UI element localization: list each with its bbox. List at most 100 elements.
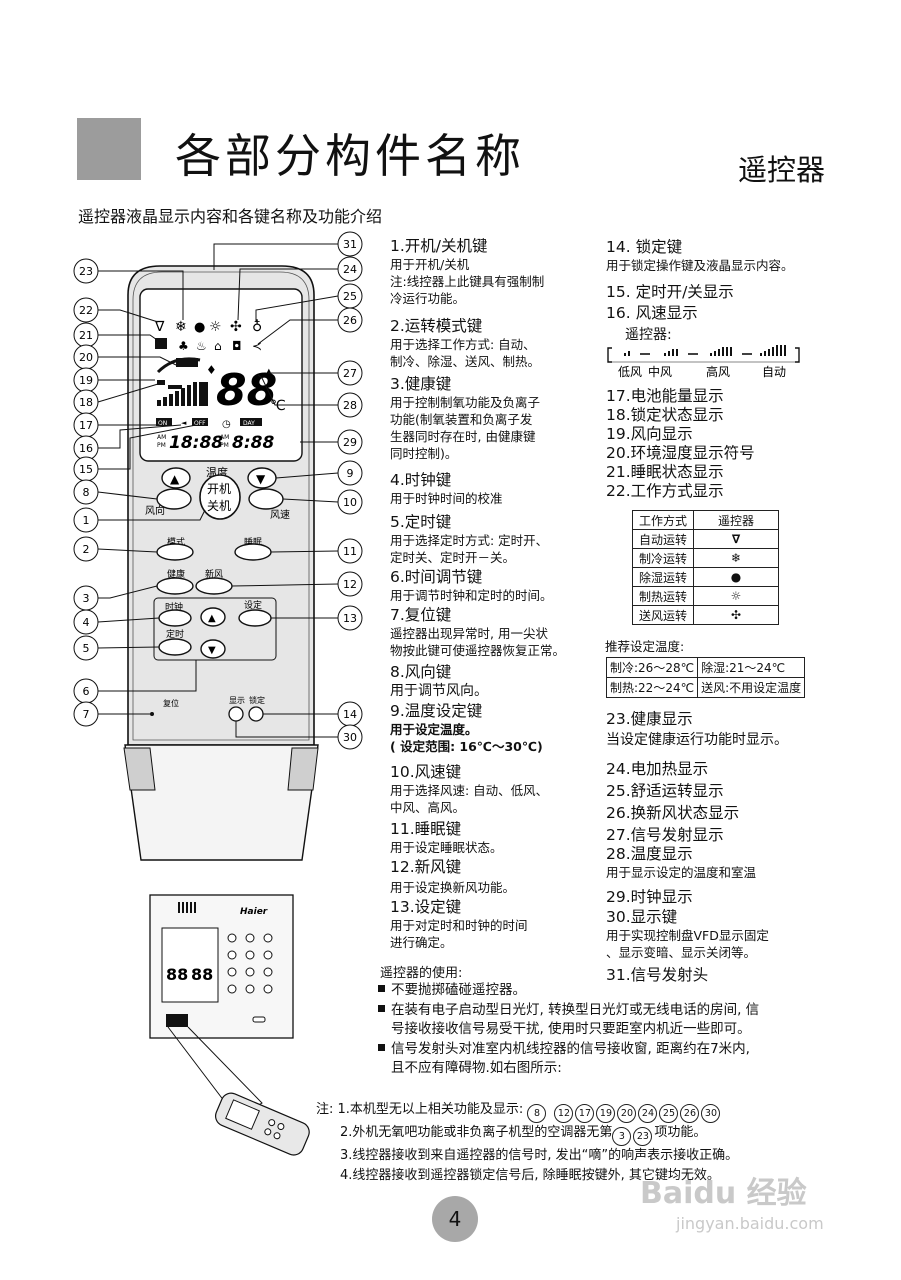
mode-button <box>156 543 194 561</box>
desc-28: 28.温度显示 用于显示设定的温度和室温 <box>606 845 757 880</box>
lcd-clock-2: 8:88 <box>232 433 274 453</box>
lcd-clock-1: 18:88 <box>169 433 223 453</box>
svg-text:6: 6 <box>83 685 90 698</box>
svg-text:PM: PM <box>157 442 166 449</box>
svg-text:21: 21 <box>79 329 93 342</box>
desc-14: 14. 锁定键 用于锁定操作键及液晶显示内容。 <box>606 238 794 273</box>
desc-17-22: 17.电池能量显示 18.锁定状态显示 19.风向显示 20.环境湿度显示符号 … <box>606 387 755 500</box>
snowflake-icon: ❄ <box>175 319 187 335</box>
remote-stand <box>124 744 319 861</box>
desc-31: 31.信号发射头 <box>606 966 709 984</box>
desc-13: 13.设定键 用于对定时和时钟的时间进行确定。 <box>390 898 528 950</box>
svg-text:▼: ▼ <box>208 645 216 656</box>
svg-text:PM: PM <box>220 442 229 449</box>
svg-text:风向: 风向 <box>145 504 165 517</box>
category-label: 遥控器 <box>738 153 826 187</box>
svg-text:20: 20 <box>79 351 93 364</box>
temp-table-title: 推荐设定温度: <box>605 639 685 654</box>
desc-24-27: 24.电加热显示 25.舒适运转显示 26.换新风状态显示 27.信号发射显示 <box>606 760 740 844</box>
svg-text:10: 10 <box>343 496 357 509</box>
desc-8: 8.风向键 用于调节风向。 <box>390 663 488 699</box>
desc-16: 16. 风速显示 <box>606 304 698 322</box>
watermark-logo: Baidu 经验 <box>640 1176 807 1211</box>
svg-text:关机: 关机 <box>207 499 231 513</box>
svg-text:4: 4 <box>83 616 90 629</box>
svg-text:15: 15 <box>79 463 93 476</box>
svg-text:OFF: OFF <box>194 420 206 427</box>
svg-text:31: 31 <box>343 238 357 251</box>
remote-control-diagram: ∇ ❄ ● ☼ ✣ ♁ ♣ ♨ ⌂ ◘ ≺ ♦ 88 ℃ ▲ ON ◄ OFF … <box>73 231 363 861</box>
callouts-left: 23 22 21 20 19 18 17 16 15 8 1 2 3 4 5 6… <box>73 258 99 727</box>
sleep-icon <box>155 338 167 349</box>
svg-text:30: 30 <box>343 731 357 744</box>
svg-text:健康: 健康 <box>167 568 185 580</box>
svg-text:定时: 定时 <box>166 628 184 640</box>
svg-text:AM: AM <box>220 434 229 441</box>
fresh-air-button <box>195 577 233 595</box>
intro-text: 遥控器液晶显示内容和各键名称及功能介绍 <box>78 207 383 226</box>
svg-text:19: 19 <box>79 374 93 387</box>
set-button <box>238 609 272 627</box>
svg-text:14: 14 <box>343 708 357 721</box>
svg-text:显示: 显示 <box>229 696 245 705</box>
svg-text:设定: 设定 <box>244 599 262 611</box>
svg-text:自动: 自动 <box>762 365 786 379</box>
svg-text:▲: ▲ <box>170 472 180 486</box>
timer-button <box>158 638 192 656</box>
desc-4: 4.时钟键 用于时钟时间的校准 <box>390 471 503 506</box>
indoor-controller-illustration: Haier 88 88 <box>149 894 310 1156</box>
svg-text:ON: ON <box>158 420 167 427</box>
fresh-air-icon: ≺ <box>252 339 262 353</box>
desc-11: 11.睡眠键 用于设定睡眠状态。 <box>390 820 503 855</box>
svg-text:28: 28 <box>343 399 357 412</box>
dry-drop-icon: ● <box>730 570 742 584</box>
brand-logo: Haier <box>240 907 268 917</box>
page-title: 各部分构件名称 <box>175 129 525 183</box>
svg-text:◷: ◷ <box>222 419 231 430</box>
desc-2: 2.运转模式键 用于选择工作方式: 自动、制冷、除湿、送风、制热。 <box>390 317 541 369</box>
svg-text:27: 27 <box>343 367 357 380</box>
desc-29: 29.时钟显示 <box>606 888 693 906</box>
svg-text:29: 29 <box>343 436 357 449</box>
desc-12: 12.新风键 用于设定换新风功能。 <box>390 858 516 895</box>
svg-text:1: 1 <box>83 514 90 527</box>
svg-text:88: 88 <box>191 965 213 984</box>
desc-10: 10.风速键 用于选择风速: 自动、低风、中风、高风。 <box>390 763 549 815</box>
svg-text:18: 18 <box>79 396 93 409</box>
drop-icon: ● <box>194 320 205 335</box>
desc-7: 7.复位键 遥控器出现异常时, 用一尖状物按此键可使遥控器恢复正常。 <box>390 606 566 658</box>
svg-text:11: 11 <box>343 545 357 558</box>
desc-3: 3.健康键 用于控制制氧功能及负离子功能(制氧装置和负离子发生器同时存在时, 由… <box>390 375 541 461</box>
usage-item-3: 信号发射头对准室内机线控器的信号接收窗, 距离约在7米内, 且不应有障碍物.如右… <box>378 1040 750 1078</box>
fan-display-label: 遥控器: <box>625 327 672 343</box>
lock-button <box>248 706 264 722</box>
usage-title: 遥控器的使用: <box>380 966 463 981</box>
svg-text:8: 8 <box>83 486 90 499</box>
watermark-url: jingyan.baidu.com <box>676 1214 824 1233</box>
callouts-right: 31 24 25 26 27 28 29 9 10 11 12 13 14 30 <box>337 231 363 750</box>
svg-text:12: 12 <box>343 578 357 591</box>
svg-text:◄: ◄ <box>181 419 187 427</box>
desc-9: 9.温度设定键 用于设定温度。( 设定范围: 16℃～30℃) <box>390 702 543 754</box>
svg-text:88: 88 <box>166 965 188 984</box>
hand-remote <box>214 1092 310 1156</box>
svg-text:DAY: DAY <box>243 420 255 427</box>
svg-text:▲: ▲ <box>208 613 216 624</box>
receiver-window <box>166 1014 188 1027</box>
svg-text:22: 22 <box>79 304 93 317</box>
house-icon: ⌂ <box>214 339 222 353</box>
svg-text:♦: ♦ <box>206 363 217 377</box>
humidity-icon: ♨ <box>196 339 207 353</box>
usage-item-1: 不要抛掷磕碰遥控器。 <box>378 981 526 1000</box>
heat-sun-icon: ☼ <box>730 589 742 603</box>
svg-text:3: 3 <box>83 592 90 605</box>
svg-text:25: 25 <box>343 290 357 303</box>
fan-speed-button <box>248 488 284 510</box>
svg-text:AM: AM <box>157 434 166 441</box>
display-button <box>228 706 244 722</box>
svg-text:风速: 风速 <box>270 509 290 521</box>
cup-icon: ◘ <box>232 339 242 353</box>
page-number: 4 <box>432 1196 478 1242</box>
svg-text:26: 26 <box>343 314 357 327</box>
